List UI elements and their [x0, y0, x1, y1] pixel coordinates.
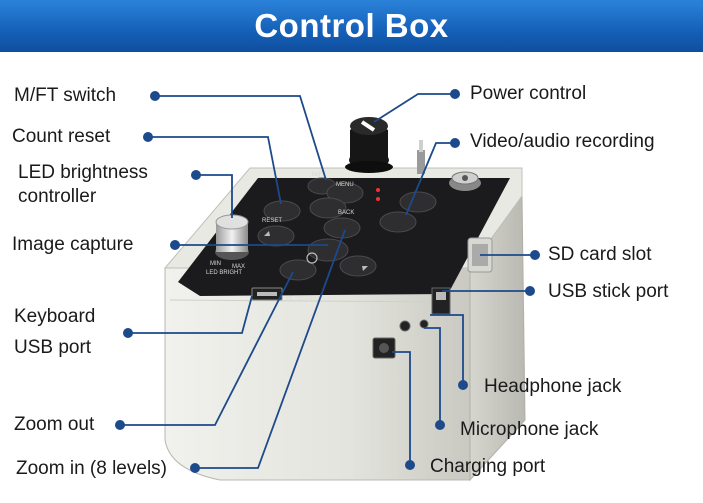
video-connector: [449, 171, 481, 191]
leader-mft: [155, 95, 327, 181]
dot-led: [191, 170, 201, 180]
label-keyboard-line1: Keyboard: [14, 306, 96, 327]
dot-zoom-out: [115, 420, 125, 430]
power-knob: [345, 117, 393, 173]
dot-mft: [150, 91, 160, 101]
leader-video: [405, 142, 455, 216]
label-zoom-out: Zoom out: [14, 414, 95, 435]
keyboard-usb-port: [251, 287, 283, 301]
panel-label-max: MAX: [232, 264, 245, 270]
label-zoom-in: Zoom in (8 levels): [16, 458, 167, 479]
panel-label-led: LED BRIGHT: [206, 270, 242, 276]
dot-headphone: [458, 380, 468, 390]
panel-label-min: MIN: [210, 261, 221, 267]
label-microphone-jack: Microphone jack: [460, 419, 599, 440]
label-count-reset: Count reset: [12, 126, 111, 147]
panel-label-menu: MENU: [336, 182, 354, 188]
leader-count-reset: [148, 136, 282, 205]
leader-zoom-in: [195, 229, 346, 469]
panel-label-back: BACK: [338, 210, 354, 216]
leader-led: [196, 174, 233, 218]
label-led-brightness-line2: controller: [18, 186, 97, 207]
label-image-capture: Image capture: [12, 234, 134, 255]
leader-keyboard: [128, 295, 253, 334]
leader-power: [373, 93, 455, 123]
label-sd-card-slot: SD card slot: [548, 244, 652, 265]
dot-usb: [525, 286, 535, 296]
leader-headphone: [430, 314, 464, 385]
dot-image-capture: [170, 240, 180, 250]
dot-video: [450, 138, 460, 148]
dot-zoom-in: [190, 463, 200, 473]
label-charging-port: Charging port: [430, 456, 546, 477]
label-video-audio-recording: Video/audio recording: [470, 131, 655, 152]
dot-sd: [530, 250, 540, 260]
leader-zoom-out: [120, 271, 294, 426]
label-mft-switch: M/FT switch: [14, 85, 117, 106]
led-brightness-knob: [215, 214, 249, 260]
dot-charging: [405, 460, 415, 470]
leader-microphone: [424, 327, 441, 425]
panel-label-reset: RESET: [262, 218, 282, 224]
panel-printed-labels: RESET MENU BACK M/FT MIN MAX LED BRIGHT …: [206, 172, 354, 302]
label-usb-stick-port: USB stick port: [548, 281, 669, 302]
dot-power: [450, 89, 460, 99]
dot-microphone: [435, 420, 445, 430]
dot-count-reset: [143, 132, 153, 142]
title-banner: Control Box: [0, 0, 703, 52]
dot-keyboard: [123, 328, 133, 338]
label-power-control: Power control: [470, 83, 587, 104]
panel-buttons: [257, 177, 437, 281]
toggle-switch: [417, 140, 425, 174]
page-title: Control Box: [254, 7, 449, 44]
label-led-brightness-line1: LED brightness: [18, 162, 148, 183]
panel-label-mft: M/FT: [312, 172, 326, 178]
leader-dots: [115, 89, 540, 473]
label-headphone-jack: Headphone jack: [484, 376, 622, 397]
leader-lines: [120, 93, 535, 469]
leader-charging: [392, 351, 411, 465]
panel-label-keyboard: KEYBOARD: [286, 296, 320, 302]
label-keyboard-line2: USB port: [14, 337, 92, 358]
